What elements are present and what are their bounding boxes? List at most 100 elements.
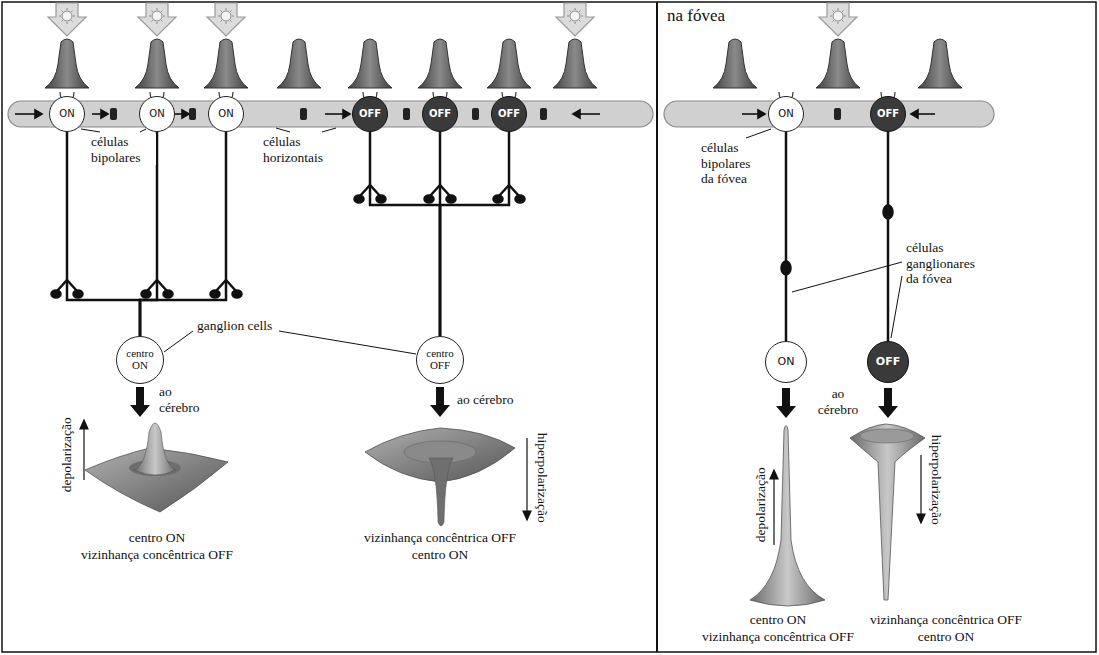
cell-type-label: ganglion cells bbox=[196, 318, 273, 334]
horizontal-cell-band bbox=[35, 110, 42, 118]
axis-label: hiperpolarização bbox=[534, 432, 550, 524]
leader-lines bbox=[746, 129, 771, 138]
horizontal-cell-band bbox=[918, 113, 935, 115]
on-bipolar-cell: ON bbox=[208, 96, 244, 132]
to-brain-arrows bbox=[878, 388, 898, 418]
cell-label: centro ON bbox=[123, 348, 157, 371]
leader-lines bbox=[891, 276, 902, 338]
leader-lines bbox=[81, 129, 100, 132]
leader-lines bbox=[81, 128, 902, 354]
cone-photoreceptors bbox=[45, 39, 962, 88]
axon-connector bbox=[785, 132, 788, 341]
receptive-field-surfaces bbox=[860, 429, 914, 443]
receptive-field-caption: centro ON bbox=[411, 547, 470, 563]
light-arrows bbox=[48, 3, 857, 36]
cone-photoreceptors bbox=[816, 39, 860, 88]
cell-label: ON bbox=[59, 109, 74, 120]
horizontal-cell-band bbox=[573, 110, 580, 118]
receptive-field-surfaces bbox=[850, 424, 925, 600]
axis-label: depolarização bbox=[58, 417, 74, 494]
horizontal-cell-band bbox=[580, 113, 600, 115]
cell-label: ON bbox=[778, 109, 793, 120]
leader-lines bbox=[322, 128, 336, 132]
cone-photoreceptors bbox=[277, 39, 321, 88]
horizontal-cell-band bbox=[664, 101, 994, 127]
horizontal-cell-band bbox=[325, 113, 343, 115]
horizontal-cell-band bbox=[540, 108, 547, 120]
axon-terminals bbox=[494, 196, 503, 203]
polarization-arrows bbox=[917, 514, 925, 523]
to-brain-arrows bbox=[430, 387, 450, 417]
horizontal-cell-band bbox=[834, 108, 841, 120]
cell-label: OFF bbox=[876, 356, 900, 368]
cell-label: OFF bbox=[498, 109, 520, 120]
polarization-arrows bbox=[773, 478, 774, 545]
cell-type-label: células horizontais bbox=[262, 134, 346, 165]
cell-label: ON bbox=[218, 109, 233, 120]
axon-terminals bbox=[52, 185, 893, 298]
axon-terminals bbox=[142, 291, 151, 298]
direction-label: ao cérebro bbox=[158, 384, 212, 415]
horizontal-cell-band bbox=[110, 108, 117, 120]
axon-terminals bbox=[52, 291, 61, 298]
axon-terminals bbox=[516, 196, 525, 203]
on-bipolar-cell: ON bbox=[49, 96, 85, 132]
receptive-field-caption: centro ON bbox=[128, 530, 187, 546]
receptive-field-caption: vizinhança concêntrica OFF bbox=[869, 612, 1023, 628]
receptive-field-caption: vizinhança concêntrica OFF bbox=[363, 530, 517, 546]
axis-label: depolarização bbox=[752, 467, 768, 544]
direction-label: ao cérebro bbox=[811, 386, 865, 417]
axon-terminals bbox=[164, 291, 173, 298]
leader-lines bbox=[140, 129, 146, 132]
off-bipolar-cell: OFF bbox=[491, 96, 527, 132]
horizontal-cell-band bbox=[182, 110, 189, 118]
axon-terminals bbox=[355, 196, 364, 203]
direction-label: ao cérebro bbox=[456, 392, 515, 408]
cone-photoreceptors bbox=[487, 39, 531, 88]
panel-heading: na fóvea bbox=[666, 6, 726, 26]
cell-label: OFF bbox=[877, 109, 899, 120]
on-bipolar-cell: ON bbox=[768, 96, 804, 132]
horizontal-cell-band bbox=[758, 110, 765, 118]
light-arrows bbox=[48, 3, 86, 36]
horizontal-cell-band bbox=[110, 108, 841, 120]
horizontal-cell-band bbox=[8, 101, 653, 127]
leader-lines bbox=[279, 331, 416, 354]
axon-terminals bbox=[425, 196, 434, 203]
horizontal-cell-band bbox=[101, 110, 108, 118]
receptive-field-surfaces bbox=[134, 423, 176, 475]
to-brain-arrows bbox=[130, 387, 898, 418]
off-bipolar-cell: OFF bbox=[870, 96, 906, 132]
horizontal-cell-band bbox=[742, 113, 758, 115]
ganglion-cell: ON bbox=[765, 341, 807, 383]
horizontal-cell-band bbox=[300, 108, 307, 120]
cone-photoreceptors bbox=[713, 39, 757, 88]
ganglion-cell: centro ON bbox=[116, 336, 164, 384]
cone-photoreceptors bbox=[348, 39, 392, 88]
cell-label: centro OFF bbox=[423, 348, 457, 371]
cone-photoreceptors bbox=[204, 39, 248, 88]
cell-type-label: células bipolares da fóvea bbox=[700, 140, 766, 187]
to-brain-arrows bbox=[776, 388, 796, 418]
polarization-arrows bbox=[526, 438, 527, 512]
polarization-arrows bbox=[770, 470, 778, 479]
polarization-arrows bbox=[80, 420, 925, 545]
light-arrows bbox=[556, 3, 594, 36]
cell-label: ON bbox=[149, 109, 164, 120]
cell-type-label: células bipolares bbox=[90, 134, 156, 165]
on-bipolar-cell: ON bbox=[139, 96, 175, 132]
axon-terminals bbox=[211, 291, 220, 298]
axon-connector bbox=[370, 132, 440, 336]
off-bipolar-cell: OFF bbox=[352, 96, 388, 132]
receptive-field-caption: centro ON bbox=[917, 629, 976, 645]
light-arrows bbox=[138, 3, 176, 36]
axon-terminals bbox=[377, 196, 386, 203]
receptive-field-caption: vizinhança concêntrica OFF bbox=[701, 629, 855, 645]
receptive-field-surfaces bbox=[429, 458, 453, 526]
receptive-field-caption: vizinhança concêntrica OFF bbox=[80, 547, 234, 563]
polarization-arrows bbox=[83, 428, 84, 480]
ganglion-cell: OFF bbox=[867, 341, 909, 383]
cell-label: OFF bbox=[359, 109, 381, 120]
axon-connector bbox=[440, 132, 509, 336]
